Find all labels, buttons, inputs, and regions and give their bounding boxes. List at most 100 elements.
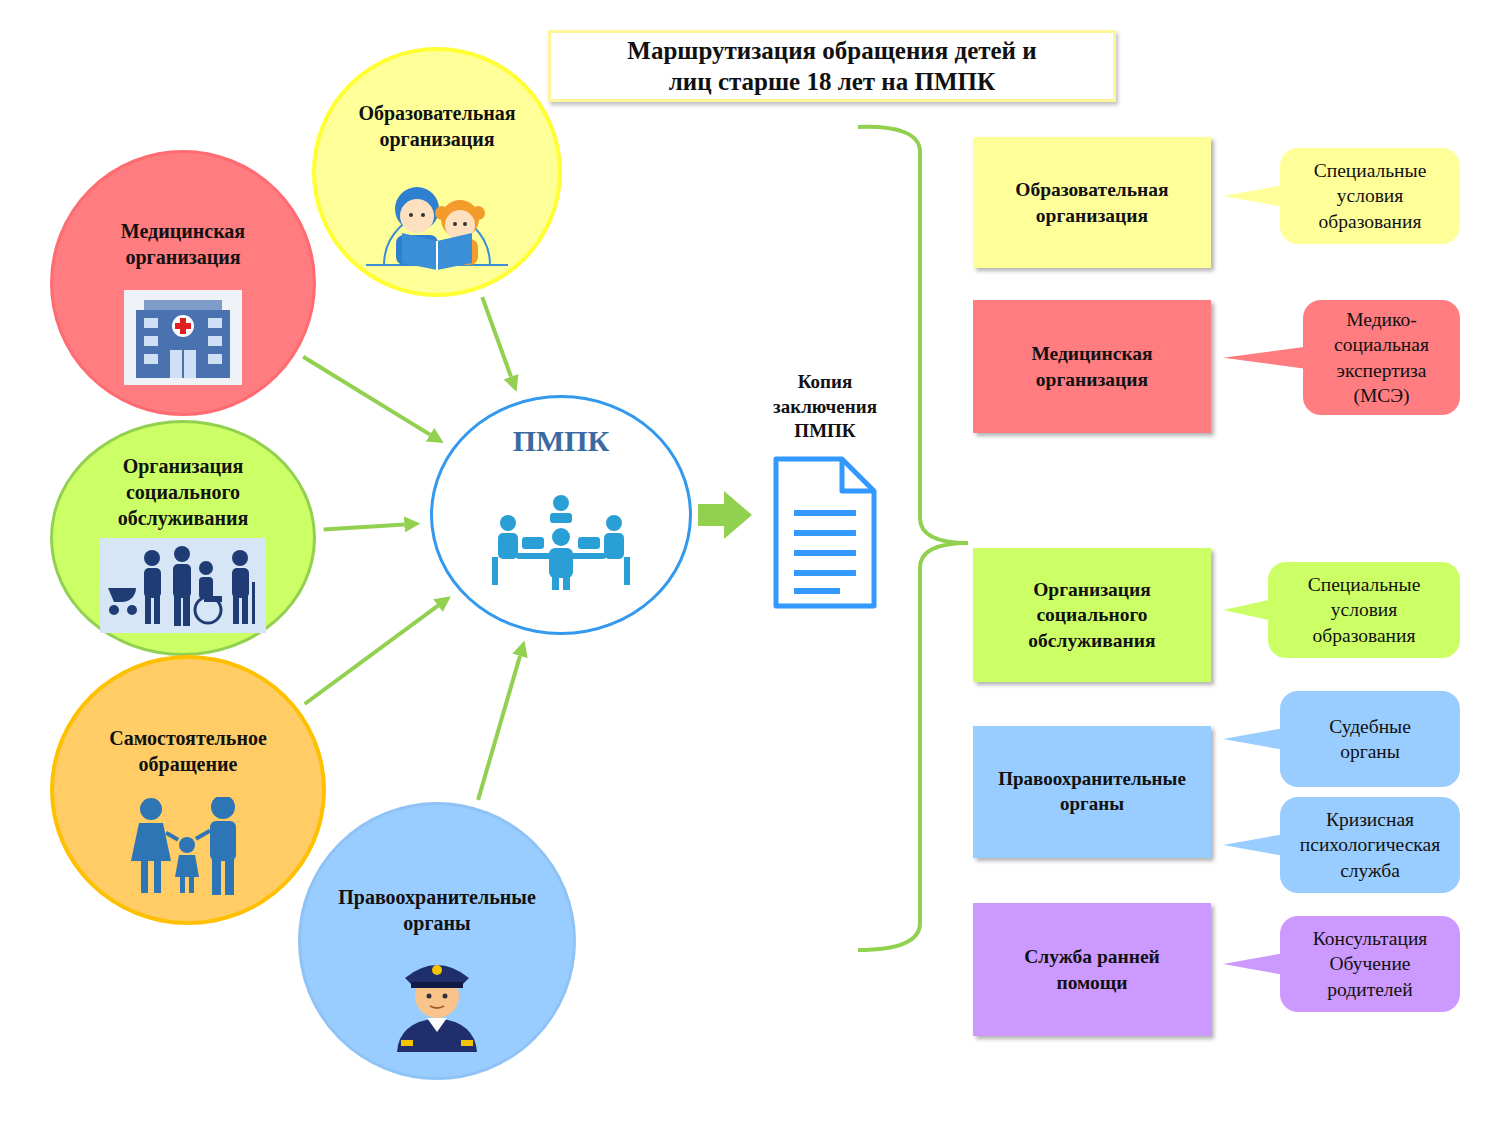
callout-tail [1223, 346, 1313, 370]
target-box: Медицинская организация [973, 300, 1211, 433]
icon-part [100, 538, 266, 633]
icon-part [175, 855, 199, 877]
text-holder: ПМПК [461, 421, 661, 460]
target-box: Образовательная организация [973, 137, 1211, 268]
pmpk-circle: ПМПК [430, 395, 692, 635]
icon-part [175, 323, 191, 329]
icon-part [552, 576, 559, 590]
node-label: Организация социального обслуживания [93, 453, 273, 531]
icon-part [492, 495, 630, 590]
source-circle: Правоохранительные органы [298, 802, 576, 1080]
icon-part [174, 596, 181, 626]
icon-part [443, 994, 448, 999]
icon-part [400, 199, 434, 233]
meeting-icon [486, 493, 636, 593]
icon-part [516, 553, 606, 559]
icon-part [522, 537, 544, 549]
icon-part [212, 859, 221, 895]
icon-part [145, 596, 151, 624]
icon-part [432, 965, 442, 975]
icon-part [144, 568, 161, 598]
icon-part [172, 315, 194, 337]
icon-part [211, 797, 235, 819]
text-holder: Организация социального обслуживания [93, 453, 273, 531]
node-label: Служба ранней помощи [1005, 944, 1179, 995]
node-label: Медико-социальная экспертиза (МСЭ) [1315, 307, 1448, 408]
icon-part [794, 513, 856, 591]
icon-part [549, 548, 573, 578]
doc-icon [770, 455, 880, 610]
icon-part [770, 455, 880, 610]
node-label: ПМПК [461, 421, 661, 460]
icon-part [127, 605, 137, 615]
node-label: Кризисная психологическая служба [1292, 807, 1448, 883]
icon-part [232, 568, 249, 598]
node-label: Правоохранительные органы [312, 884, 562, 936]
title-box: Маршрутизация обращения детей и лиц стар… [548, 30, 1116, 102]
icon-part [179, 837, 195, 853]
hospital-icon [124, 290, 242, 385]
icon-part [144, 354, 158, 364]
icon-part [141, 859, 148, 893]
icon-part [144, 550, 160, 566]
node-label: Специальные условия образования [1288, 572, 1440, 648]
callout-bubble: Судебные органы [1280, 691, 1460, 787]
icon-part [402, 233, 472, 270]
text-holder: Копия заключения ПМПК [757, 370, 893, 444]
flow-arrow [324, 525, 405, 530]
icon-part [232, 550, 248, 566]
node-label: Образовательная организация [987, 177, 1197, 228]
icon-part [553, 495, 569, 511]
icon-part [552, 528, 570, 546]
icon-part [131, 797, 236, 895]
icon-part [362, 169, 512, 279]
target-box: Правоохранительные органы [973, 726, 1211, 858]
icon-part [140, 798, 162, 820]
icon-part [461, 1040, 473, 1046]
icon-part [604, 533, 624, 559]
icon-part [401, 1040, 413, 1046]
police-icon [387, 952, 487, 1052]
icon-part [199, 561, 213, 575]
icon-part [195, 597, 221, 623]
kids-icon [362, 169, 512, 279]
icon-part [486, 493, 636, 593]
node-label: Консультация Обучение родителей [1296, 926, 1444, 1002]
icon-part [173, 564, 191, 598]
node-label: Копия заключения ПМПК [757, 370, 893, 444]
icon-part [109, 605, 119, 615]
icon-part [794, 550, 856, 556]
node-label: Организация социального обслуживания [987, 577, 1197, 653]
social-icon [100, 538, 266, 633]
icon-part [624, 557, 630, 585]
icon-part [108, 546, 255, 626]
text-holder: Правоохранительные органы [312, 884, 562, 936]
icon-part [492, 557, 498, 585]
icon-part [387, 952, 487, 1052]
callout-bubble: Консультация Обучение родителей [1280, 916, 1460, 1012]
source-circle: Образовательная организация [312, 47, 562, 297]
node-label: Медицинская организация [93, 218, 273, 270]
icon-part [409, 213, 413, 217]
icon-part [144, 300, 222, 310]
icon-part [606, 515, 622, 531]
text-holder: Образовательная организация [337, 100, 537, 152]
icon-part [578, 537, 600, 549]
flow-arrow [305, 606, 438, 704]
icon-part [397, 1018, 477, 1052]
icon-part [427, 994, 432, 999]
icon-part [208, 354, 222, 364]
icon-part [136, 310, 230, 378]
icon-part [170, 350, 196, 378]
icon-part [144, 318, 158, 328]
icon-part [411, 982, 463, 988]
icon-part [405, 965, 469, 984]
icon-part [453, 222, 457, 226]
icon-part [123, 797, 253, 897]
icon-part [427, 1018, 447, 1032]
callout-bubble: Специальные условия образования [1280, 148, 1460, 244]
icon-part [100, 538, 266, 633]
icon-part [233, 596, 239, 624]
icon-part [550, 513, 572, 523]
